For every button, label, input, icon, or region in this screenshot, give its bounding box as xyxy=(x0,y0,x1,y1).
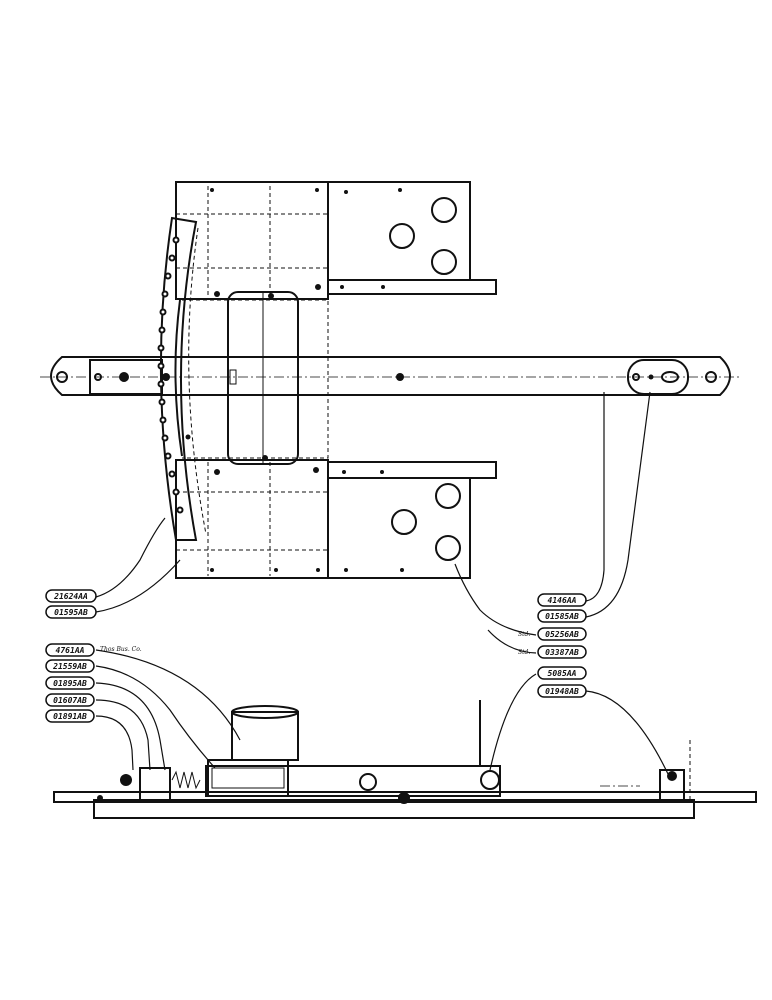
part-note: Std. xyxy=(518,649,530,656)
part-number: 05256AB xyxy=(545,630,579,639)
part-tag: Std. 05256AB xyxy=(518,627,587,641)
part-tag: 01891AB xyxy=(45,709,95,723)
quadrant-holes xyxy=(157,236,184,514)
part-tag: 01895AB xyxy=(45,676,95,690)
part-number: 01585AB xyxy=(545,612,579,621)
part-note: Std. xyxy=(518,631,530,638)
lower-frame-plate xyxy=(175,459,497,579)
elevation-view xyxy=(53,700,757,819)
part-tag: 21624AA xyxy=(45,589,97,603)
part-tag: 5085AA xyxy=(537,666,587,680)
part-number: 01895AB xyxy=(53,679,87,688)
central-housing xyxy=(182,291,329,465)
part-tag: 4761AA Thos Bus. Co. xyxy=(45,643,142,657)
quadrant-sector xyxy=(157,216,207,541)
part-number: 01891AB xyxy=(53,712,87,721)
part-number: 21624AA xyxy=(53,592,88,601)
part-tag: 01607AB xyxy=(45,693,95,707)
part-note: Thos Bus. Co. xyxy=(100,646,142,653)
part-tag: 21559AB xyxy=(45,659,95,673)
part-number: 5085AA xyxy=(548,669,577,678)
part-number: 01607AB xyxy=(53,696,87,705)
upper-frame-plate xyxy=(175,181,497,300)
part-number: 03387AB xyxy=(545,648,579,657)
part-number: 4146AA xyxy=(548,596,577,605)
plan-view-tags: 21624AA 01595AB xyxy=(45,589,97,619)
part-number: 21559AB xyxy=(52,662,87,671)
leader-lines xyxy=(95,391,669,775)
part-tag: 01585AB xyxy=(537,609,587,623)
elevation-tags: 4761AA Thos Bus. Co. 21559AB 01895AB 016… xyxy=(45,643,142,723)
part-tag: Std. 03387AB xyxy=(518,645,587,659)
right-tags: 4146AA 01585AB Std. 05256AB Std. 03387AB… xyxy=(518,593,587,698)
part-number: 01595AB xyxy=(54,608,88,617)
part-number: 4761AA xyxy=(56,646,85,655)
part-number: 01948AB xyxy=(545,687,579,696)
part-tag: 01595AB xyxy=(45,605,97,619)
drawbar xyxy=(40,356,740,396)
plan-view xyxy=(40,181,740,579)
part-tag: 4146AA xyxy=(537,593,587,607)
part-tag: 01948AB xyxy=(537,684,587,698)
